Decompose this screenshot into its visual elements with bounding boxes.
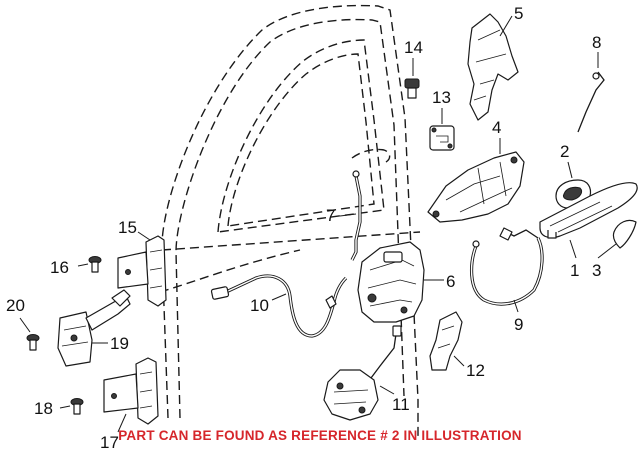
part-12-bracket [429, 311, 463, 371]
callout-16: 16 [50, 258, 69, 277]
leader-3 [597, 243, 617, 259]
leader-20 [19, 317, 31, 333]
part-10-cable [210, 274, 348, 338]
callout-4: 4 [492, 118, 501, 137]
leader-17 [117, 413, 127, 433]
callout-8: 8 [592, 33, 601, 52]
part-18-bolt [70, 398, 84, 415]
part-14-bolt [404, 78, 420, 99]
leader-18 [59, 405, 71, 409]
leader-16 [77, 263, 89, 267]
callout-6: 6 [446, 272, 455, 291]
part-7-inner-rod [350, 170, 362, 261]
reference-note: PART CAN BE FOUND AS REFERENCE # 2 IN IL… [118, 428, 522, 443]
callout-19: 19 [110, 334, 129, 353]
callout-15: 15 [118, 218, 137, 237]
callout-11: 11 [392, 395, 410, 414]
part-17-lower-hinge [103, 357, 159, 425]
part-6-lock-actuator [357, 241, 425, 323]
part-16-bolt [88, 256, 102, 273]
leader-5 [499, 15, 513, 37]
leader-9 [513, 299, 519, 313]
part-11-actuator [323, 325, 402, 421]
leader-12 [453, 355, 465, 367]
part-8-rod [577, 71, 605, 133]
callout-12: 12 [466, 361, 485, 380]
callout-17: 17 [100, 433, 119, 450]
part-9-cable [470, 227, 544, 306]
callout-18: 18 [34, 399, 53, 418]
callout-9: 9 [514, 315, 523, 334]
leader-2 [567, 161, 573, 179]
leader-15 [137, 231, 151, 241]
callout-5: 5 [514, 4, 523, 23]
callout-2: 2 [560, 142, 569, 161]
door-outline [159, 4, 421, 438]
callout-1: 1 [570, 261, 579, 280]
callout-14: 14 [404, 38, 423, 57]
part-13-striker [429, 125, 455, 151]
part-3-cap [612, 219, 637, 249]
callout-20: 20 [6, 296, 25, 315]
callout-3: 3 [592, 261, 601, 280]
part-5-bracket [467, 13, 519, 121]
callout-10: 10 [250, 296, 269, 315]
part-15-upper-hinge [117, 235, 167, 307]
leader-7 [339, 213, 357, 217]
part-1-outer-handle [539, 182, 638, 239]
callout-13: 13 [432, 88, 451, 107]
leader-10 [271, 293, 287, 301]
part-19-door-check [57, 289, 131, 367]
leader-1 [569, 239, 577, 259]
part-4-handle-carrier [427, 151, 525, 223]
part-20-bolt [26, 334, 40, 351]
leader-11 [379, 385, 395, 395]
callout-7: 7 [326, 206, 335, 225]
